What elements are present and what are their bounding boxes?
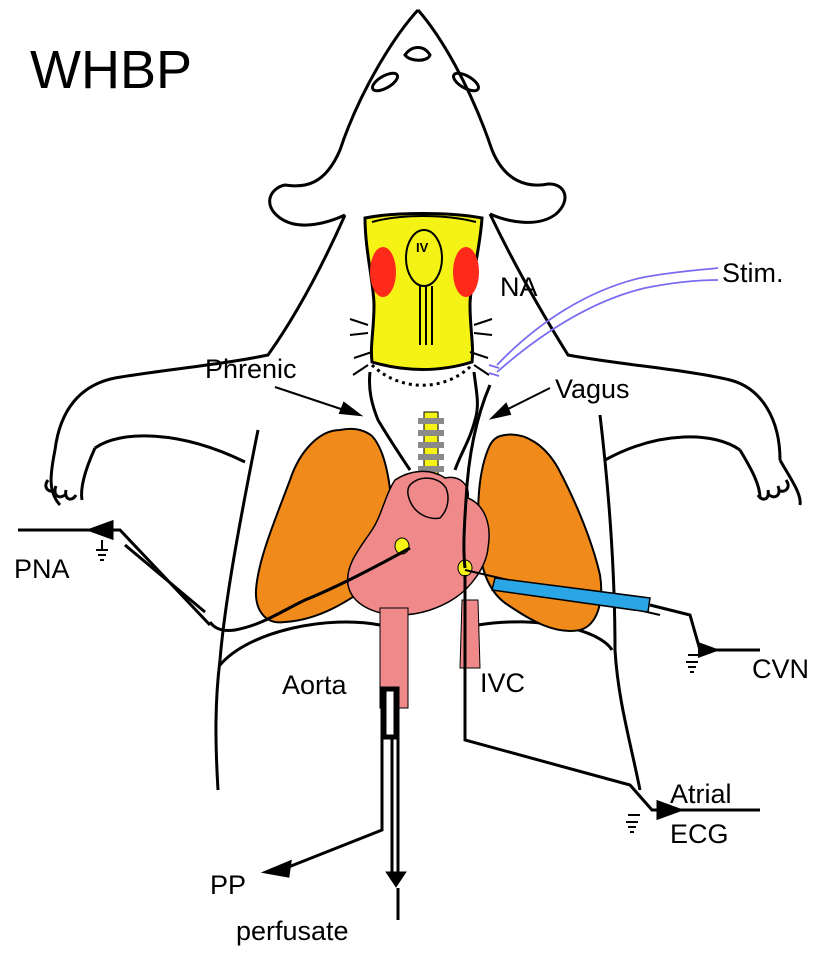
nose-icon (405, 48, 430, 61)
aorta-label: Aorta (282, 670, 348, 700)
brainstem: IV (350, 214, 492, 386)
aorta-cannula (266, 688, 404, 920)
nucleus-ambiguus-left (370, 247, 396, 297)
label-arrows (275, 387, 550, 418)
iv-label: IV (416, 240, 429, 255)
atrial-label: Atrial (670, 779, 732, 809)
ivc-label: IVC (480, 668, 525, 698)
stim-label: Stim. (722, 258, 784, 288)
pna-label: PNA (14, 554, 70, 584)
perfusate-label: perfusate (236, 916, 349, 946)
phrenic-label: Phrenic (205, 354, 297, 384)
cvn-label: CVN (752, 654, 809, 684)
vagus-label: Vagus (555, 374, 630, 404)
pp-label: PP (210, 870, 246, 900)
nucleus-ambiguus-right (453, 247, 479, 297)
ecg-label: ECG (670, 819, 729, 849)
rat-body-outline (51, 10, 800, 790)
fourth-ventricle (406, 230, 442, 286)
na-label: NA (500, 272, 538, 302)
diagram-title: WHBP (30, 40, 192, 100)
ivc-vessel (460, 600, 480, 668)
right-eye-icon (451, 70, 481, 94)
